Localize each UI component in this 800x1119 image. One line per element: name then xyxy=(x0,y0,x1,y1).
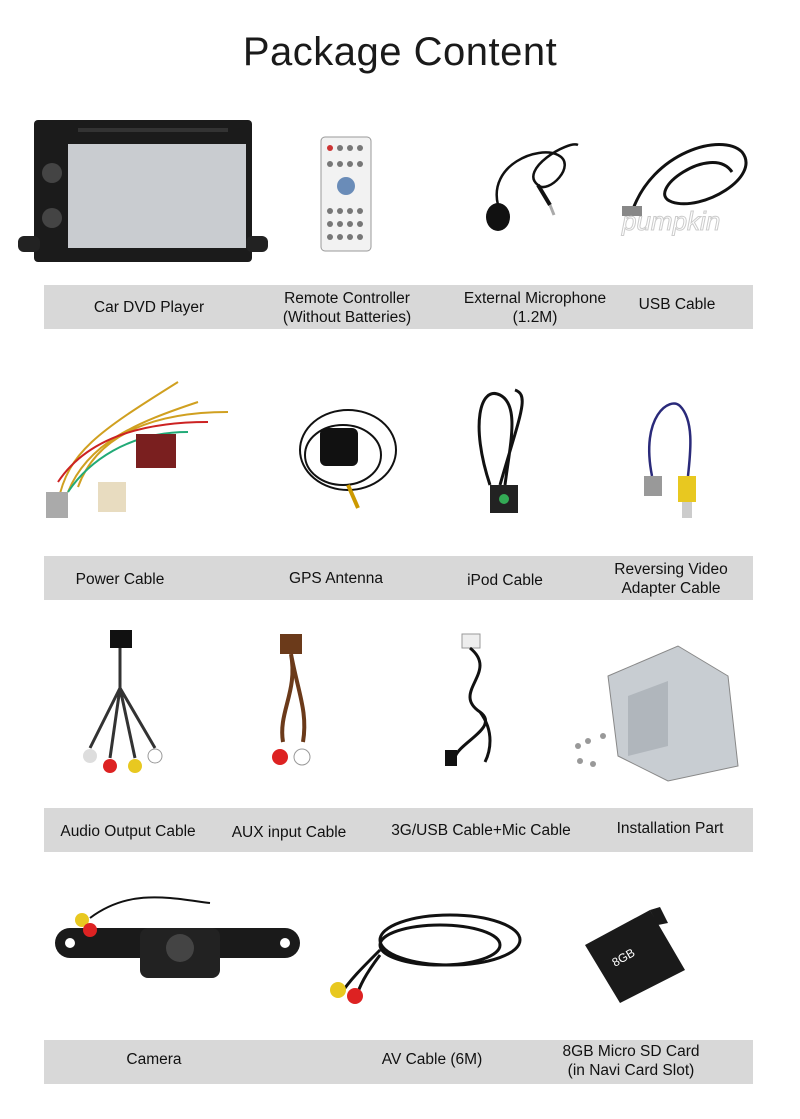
car-dvd-player-icon xyxy=(18,120,268,262)
remote-controller-icon xyxy=(320,136,372,252)
ipod-cable-icon xyxy=(477,388,524,513)
label-bar-row-1 xyxy=(44,285,753,329)
installation-bracket-icon xyxy=(575,645,739,782)
item-label: Car DVD Player xyxy=(93,299,205,316)
item-label: 8GB Micro SD Card(in Navi Card Slot) xyxy=(562,1043,700,1079)
power-cable-icon xyxy=(46,381,229,518)
reversing-adapter-cable-icon xyxy=(644,402,696,518)
brand-watermark: pumpkin xyxy=(621,206,720,236)
item-label: GPS Antenna xyxy=(289,570,383,587)
label-bar-row-3 xyxy=(44,808,753,852)
item-label: iPod Cable xyxy=(467,572,543,589)
item-label: USB Cable xyxy=(638,296,716,313)
label-bar-row-2 xyxy=(44,556,753,600)
item-label: AV Cable (6M) xyxy=(381,1051,483,1068)
label-bar-row-4 xyxy=(44,1040,753,1084)
page-title: Package Content xyxy=(242,30,558,74)
usb-cable-icon: pumpkin xyxy=(621,143,748,237)
aux-cable-icon xyxy=(272,634,311,766)
usb-mic-cable-icon xyxy=(445,633,492,766)
item-label: External Microphone(1.2M) xyxy=(463,290,607,326)
micro-sd-card-icon: 8GB xyxy=(585,907,685,1003)
gps-antenna-icon xyxy=(299,409,397,509)
item-label: Audio Output Cable xyxy=(60,823,196,840)
av-cable-icon xyxy=(330,913,522,1004)
audio-output-cable-icon xyxy=(83,630,163,773)
camera-icon xyxy=(55,896,300,978)
item-label: Camera xyxy=(126,1051,182,1068)
item-label: Installation Part xyxy=(616,820,724,837)
item-label: AUX input Cable xyxy=(231,824,347,841)
item-label: 3G/USB Cable+Mic Cable xyxy=(391,822,571,839)
item-label: Power Cable xyxy=(75,571,165,588)
item-label: Remote Controller(Without Batteries) xyxy=(282,290,412,326)
microphone-icon xyxy=(486,143,579,231)
